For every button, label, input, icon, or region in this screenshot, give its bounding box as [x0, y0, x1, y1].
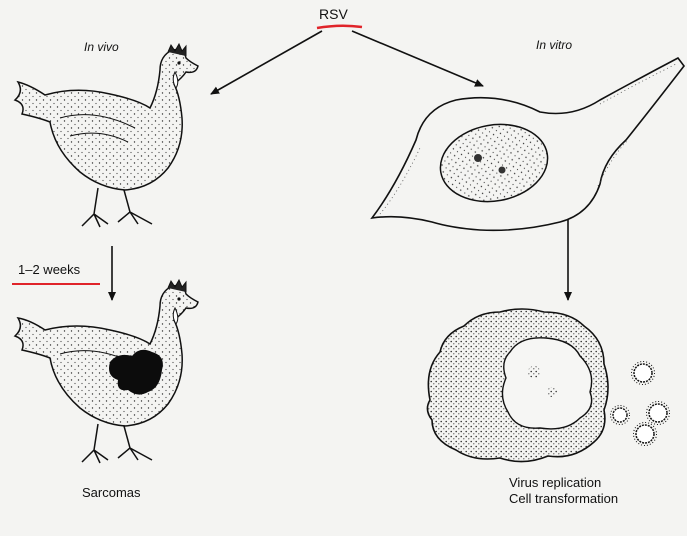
arrow-to-in-vitro [352, 31, 483, 86]
time-label: 1–2 weeks [18, 262, 80, 277]
agent-label: RSV [319, 6, 348, 22]
virus-particle-icon [647, 402, 670, 425]
sarcomas-label: Sarcomas [82, 485, 141, 500]
chicken-icon [15, 44, 198, 227]
fibroblast-cell-icon [372, 58, 684, 230]
rsv-underline [317, 26, 362, 28]
cell-transformation-label: Cell transformation [509, 491, 618, 506]
transformed-cell-icon [427, 309, 608, 462]
arrow-to-in-vivo [211, 31, 322, 94]
in-vivo-label: In vivo [84, 40, 119, 54]
virus-particle-icon [634, 423, 657, 446]
virus-replication-label: Virus replication [509, 475, 601, 490]
in-vitro-label: In vitro [536, 38, 572, 52]
virus-particle-icon [632, 362, 655, 385]
chicken-with-tumor-icon [15, 280, 198, 463]
virus-particle-icon [611, 406, 630, 425]
